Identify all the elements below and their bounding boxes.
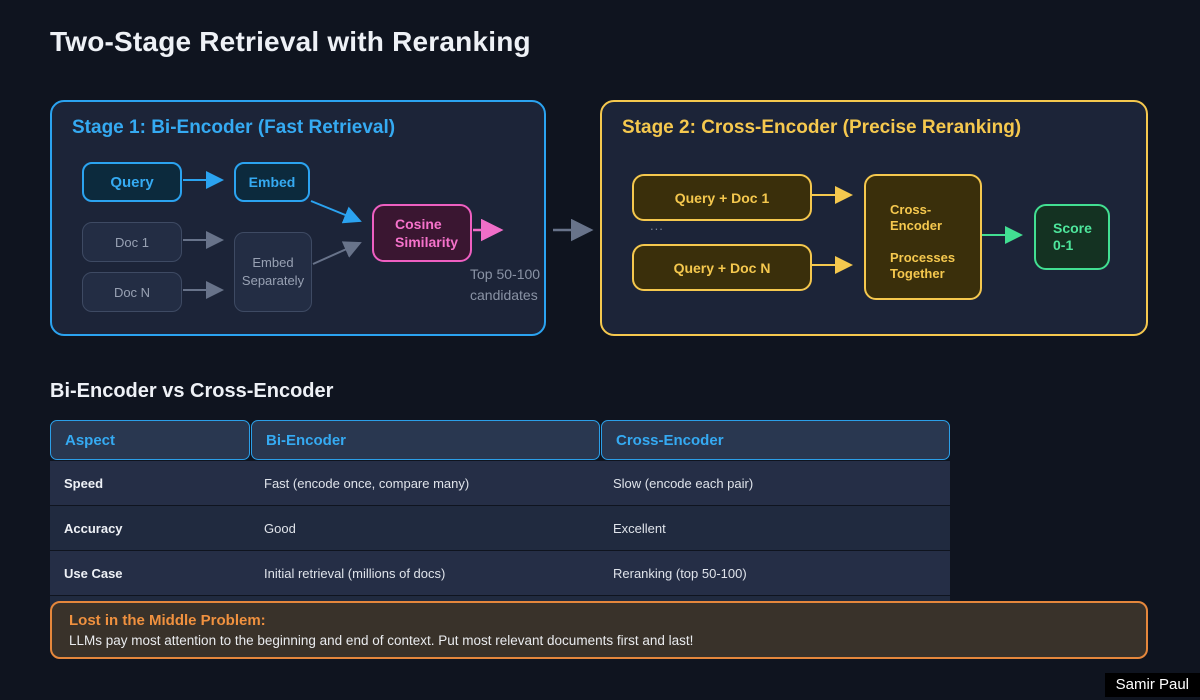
- credit-badge: Samir Paul: [1104, 673, 1200, 697]
- cross-encoder-node: Cross- Encoder Processes Together: [864, 174, 982, 300]
- cell-aspect: Speed: [64, 475, 104, 491]
- cell-aspect: Accuracy: [64, 520, 123, 536]
- table-row-accuracy: Accuracy Good Excellent: [50, 506, 950, 550]
- header-cell-cross-encoder: Cross-Encoder: [601, 420, 950, 460]
- query-docn-node: Query + Doc N: [632, 244, 812, 291]
- stage2-title: Stage 2: Cross-Encoder (Precise Rerankin…: [622, 117, 1022, 138]
- score-node: Score 0-1: [1034, 204, 1110, 270]
- table-header-row: Aspect Bi-Encoder Cross-Encoder: [50, 420, 950, 460]
- candidates-label: Top 50-100 candidates: [470, 266, 541, 303]
- comparison-table: Aspect Bi-Encoder Cross-Encoder Speed Fa…: [50, 420, 950, 608]
- ellipsis-label: ...: [650, 218, 664, 233]
- table-row-use-case: Use Case Initial retrieval (millions of …: [50, 551, 950, 595]
- cell-cross-encoder: Reranking (top 50-100): [613, 565, 747, 581]
- cell-bi-encoder: Fast (encode once, compare many): [264, 475, 470, 491]
- docn-node: Doc N: [82, 272, 182, 312]
- comparison-heading: Bi-Encoder vs Cross-Encoder: [50, 380, 334, 402]
- embed-separately-node: Embed Separately: [234, 232, 312, 312]
- cell-bi-encoder: Good: [264, 520, 296, 536]
- callout-title: Lost in the Middle Problem:: [69, 612, 266, 629]
- header-cell-aspect: Aspect: [50, 420, 250, 460]
- stage1-title: Stage 1: Bi-Encoder (Fast Retrieval): [72, 117, 396, 138]
- cell-bi-encoder: Initial retrieval (millions of docs): [264, 565, 446, 581]
- table-row-speed: Speed Fast (encode once, compare many) S…: [50, 461, 950, 505]
- query-doc1-node: Query + Doc 1: [632, 174, 812, 221]
- lost-in-middle-callout: Lost in the Middle Problem: LLMs pay mos…: [50, 601, 1148, 659]
- doc1-node: Doc 1: [82, 222, 182, 262]
- callout-body: LLMs pay most attention to the beginning…: [69, 633, 694, 648]
- embed-node: Embed: [234, 162, 310, 202]
- stage2-panel: Stage 2: Cross-Encoder (Precise Rerankin…: [600, 100, 1148, 336]
- query-node: Query: [82, 162, 182, 202]
- header-cell-bi-encoder: Bi-Encoder: [251, 420, 600, 460]
- cell-aspect: Use Case: [64, 565, 123, 581]
- cell-cross-encoder: Excellent: [613, 520, 666, 536]
- cosine-similarity-node: Cosine Similarity: [372, 204, 472, 262]
- stage1-panel: Stage 1: Bi-Encoder (Fast Retrieval) Que…: [50, 100, 546, 336]
- cell-cross-encoder: Slow (encode each pair): [613, 475, 754, 491]
- page-title: Two-Stage Retrieval with Reranking: [50, 26, 531, 57]
